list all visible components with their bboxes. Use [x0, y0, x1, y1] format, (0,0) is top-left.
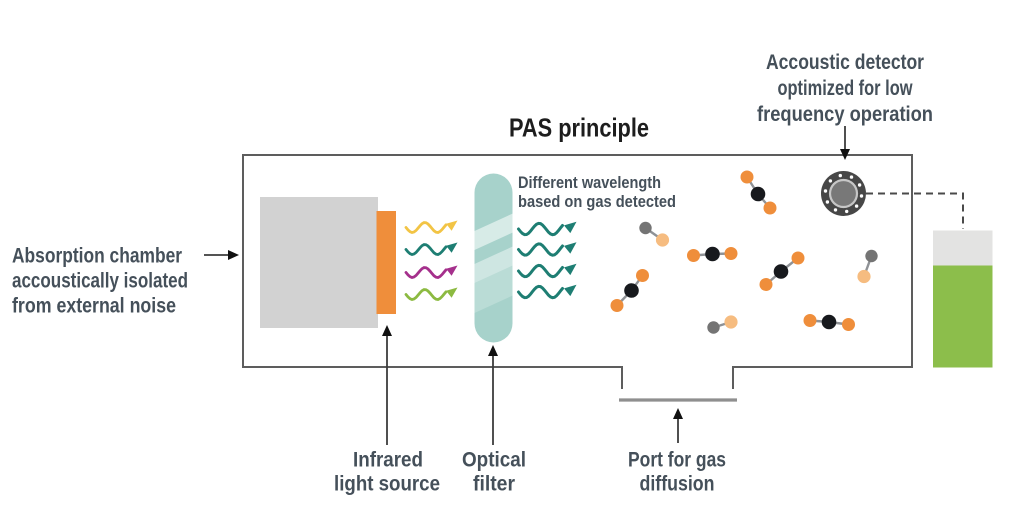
svg-text:filter: filter	[473, 473, 515, 496]
svg-text:Different wavelength: Different wavelength	[518, 173, 661, 192]
svg-text:frequency operation: frequency operation	[757, 103, 933, 126]
svg-text:Optical: Optical	[462, 449, 526, 472]
svg-text:light source: light source	[334, 473, 440, 496]
svg-text:Infrared: Infrared	[353, 449, 423, 472]
svg-text:accoustically isolated: accoustically isolated	[12, 269, 188, 292]
svg-text:diffusion: diffusion	[640, 473, 715, 496]
svg-text:based on gas detected: based on gas detected	[518, 192, 676, 211]
svg-text:PAS principle: PAS principle	[509, 113, 649, 143]
svg-text:optimized for low: optimized for low	[778, 77, 914, 100]
svg-text:from external noise: from external noise	[12, 295, 176, 318]
svg-text:Absorption chamber: Absorption chamber	[12, 245, 182, 268]
svg-text:Accoustic detector: Accoustic detector	[766, 51, 924, 74]
svg-text:Port for gas: Port for gas	[628, 449, 726, 472]
